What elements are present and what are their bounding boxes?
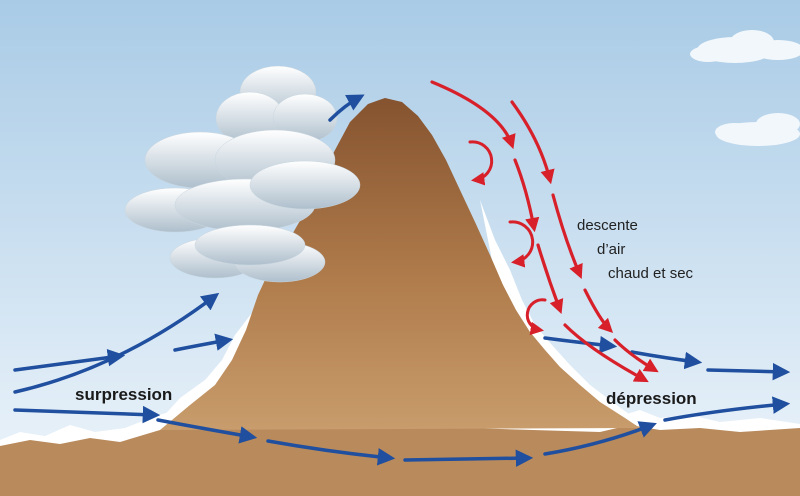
- wind-arrow-icon: [403, 449, 534, 467]
- wind-arrow-icon: [510, 100, 555, 185]
- wind-arrow-icon: [266, 439, 396, 466]
- eddy-icon: [468, 140, 494, 186]
- wind-arrow-icon: [513, 158, 540, 233]
- wind-arrow-icon: [13, 405, 161, 424]
- label-descent-line2: d’air: [597, 241, 625, 258]
- wind-arrow-icon: [13, 348, 126, 372]
- eddy-icon: [525, 298, 547, 336]
- wind-arrow-icon: [543, 335, 618, 354]
- ground: [0, 420, 800, 496]
- wind-arrow-icon: [706, 362, 791, 381]
- wind-arrow-icon: [328, 94, 365, 122]
- windward-arrows: [13, 94, 791, 467]
- wind-arrow-icon: [583, 288, 614, 334]
- cloud-icon: [715, 113, 800, 146]
- descent-arrows: [430, 80, 659, 383]
- label-depression: dépression: [606, 389, 697, 408]
- cloud-icon: [690, 30, 800, 63]
- wind-arrow-icon: [156, 418, 258, 444]
- wind-arrow-icon: [613, 338, 659, 373]
- wind-arrow-icon: [663, 396, 791, 422]
- wind-arrow-icon: [630, 350, 703, 370]
- wind-arrow-icon: [173, 333, 234, 352]
- cloud-icon: [124, 65, 361, 283]
- mountain: [160, 98, 640, 430]
- wind-arrow-icon: [543, 421, 657, 456]
- wind-arrow-icon: [430, 80, 516, 150]
- eddy-icon: [508, 220, 535, 268]
- wind-arrow-icon: [536, 243, 564, 315]
- wind-arrow-icon: [13, 292, 220, 394]
- label-descent-line3: chaud et sec: [608, 265, 694, 282]
- label-surpression: surpression: [75, 385, 172, 404]
- wind-arrow-icon: [563, 323, 649, 383]
- label-descent-line1: descente: [577, 217, 638, 234]
- wind-arrow-icon: [551, 193, 583, 279]
- eddies: [468, 140, 547, 336]
